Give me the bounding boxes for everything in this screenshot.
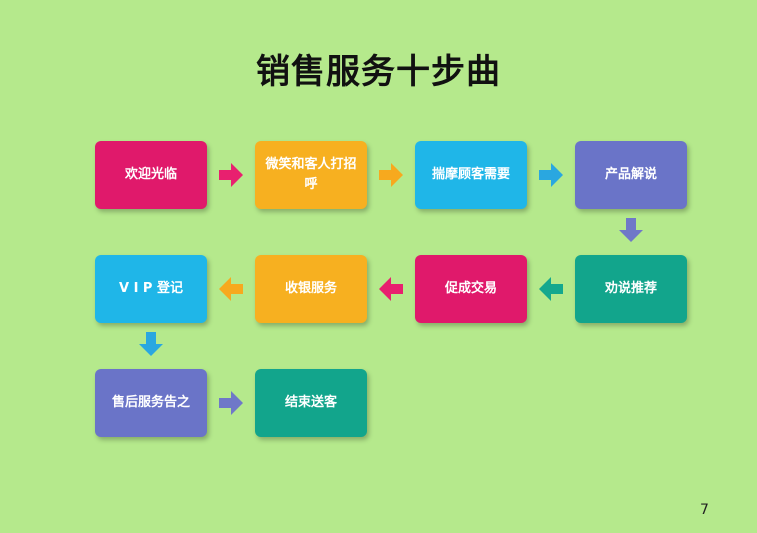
arrow-left-icon [539,277,563,301]
arrow-left-icon [219,277,243,301]
arrow-right-icon [219,391,243,415]
arrow-right-icon [539,163,563,187]
step-box-7: 收银服务 [255,255,367,323]
arrow-down-icon [619,218,643,242]
step-box-2: 微笑和客人打招呼 [255,141,367,209]
step-label: 揣摩顾客需要 [431,167,510,182]
step-label: 售后服务告之 [111,395,190,410]
step-label: 微笑和客人打招呼 [265,157,357,192]
page-number: 7 [700,502,709,518]
step-label: 欢迎光临 [124,167,177,182]
arrow-right-icon [219,163,243,187]
step-box-5: 劝说推荐 [575,255,687,323]
step-box-8: V I P 登记 [95,255,207,323]
step-label: 劝说推荐 [604,281,657,296]
step-box-4: 产品解说 [575,141,687,209]
step-label: 促成交易 [444,281,497,296]
arrow-left-icon [379,277,403,301]
step-box-9: 售后服务告之 [95,369,207,437]
step-label: V I P 登记 [118,281,183,296]
step-box-6: 促成交易 [415,255,527,323]
step-box-1: 欢迎光临 [95,141,207,209]
arrow-down-icon [139,332,163,356]
step-label: 收银服务 [284,281,337,296]
arrow-right-icon [379,163,403,187]
step-box-3: 揣摩顾客需要 [415,141,527,209]
step-label: 产品解说 [604,167,657,182]
page-title: 销售服务十步曲 [256,52,501,92]
step-box-10: 结束送客 [255,369,367,437]
step-label: 结束送客 [284,395,337,410]
